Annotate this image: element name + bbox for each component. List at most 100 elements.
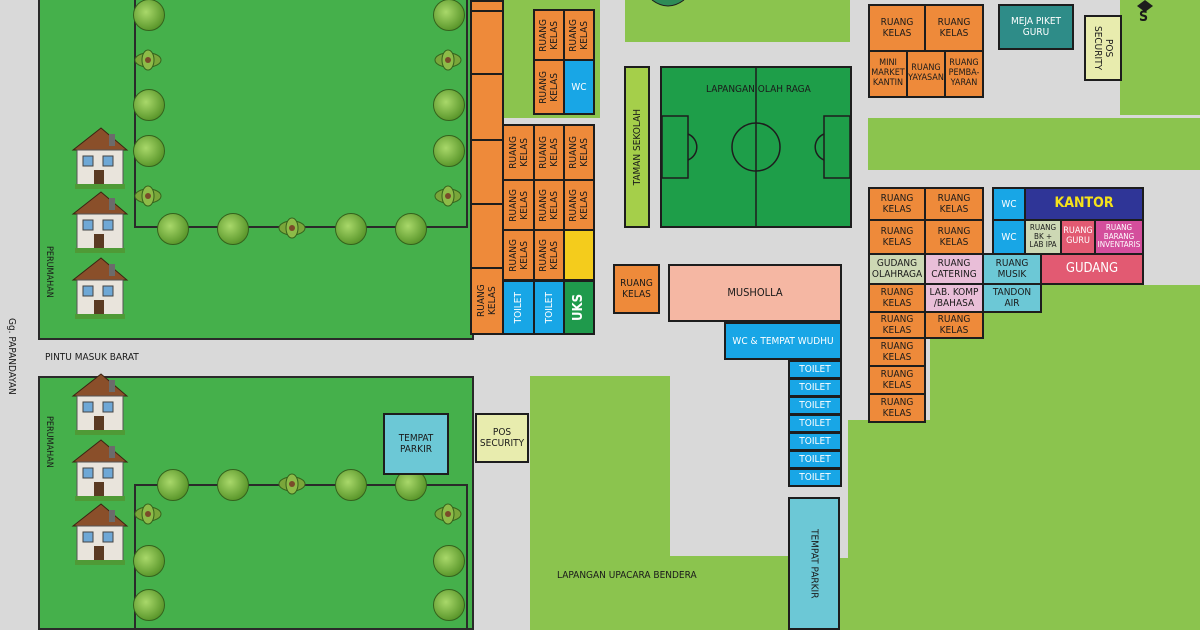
class-block-f2[interactable]: RUANG KELAS <box>924 187 984 221</box>
toilet-stack-item[interactable]: TOILET <box>788 468 842 487</box>
computer-lab[interactable]: LAB. KOMP /BAHASA <box>924 283 984 313</box>
palm-icon <box>278 216 306 240</box>
house-icon <box>67 188 129 254</box>
toilet-stack-item[interactable]: TOILET <box>788 396 842 415</box>
tree-icon <box>133 135 165 167</box>
class-block-a2[interactable] <box>470 10 504 75</box>
musholla[interactable]: MUSHOLLA <box>668 264 842 322</box>
payment-room[interactable]: RUANG PEMBA- YARAN <box>944 50 984 98</box>
housing-label-top: PERUMAHAN <box>44 246 54 298</box>
class-block-f1[interactable]: RUANG KELAS <box>868 187 926 221</box>
class-b2-label: RUANG KELAS <box>568 18 590 52</box>
mini-market[interactable]: MINI MARKET KANTIN <box>868 50 908 98</box>
wc-right-2[interactable]: WC <box>992 219 1026 255</box>
inventory-room[interactable]: RUANG BARANG INVENTARIS <box>1094 219 1144 255</box>
class-block-c1[interactable]: RUANG KELAS <box>502 124 535 181</box>
catering-room[interactable]: RUANG CATERING <box>924 253 984 285</box>
class-c3-label: RUANG KELAS <box>568 136 590 169</box>
class-block-b3[interactable]: RUANG KELAS <box>533 59 565 115</box>
teacher-desk[interactable]: MEJA PIKET GURU <box>998 4 1074 50</box>
foundation-room[interactable]: RUANG YAYASAN <box>906 50 946 98</box>
class-block-a6[interactable]: RUANG KELAS <box>470 267 504 335</box>
house-icon <box>67 370 129 436</box>
class-block-a5[interactable] <box>470 203 504 269</box>
grass-right-lower2 <box>848 420 1200 630</box>
wc-right-1[interactable]: WC <box>992 187 1026 221</box>
palm-icon <box>134 184 162 208</box>
class-block-c8[interactable]: RUANG KELAS <box>533 229 565 281</box>
tree-icon <box>133 589 165 621</box>
class-block-g4[interactable]: RUANG KELAS <box>868 337 926 367</box>
class-block-g3[interactable]: RUANG KELAS <box>924 311 984 339</box>
toilet-stack-item[interactable]: TOILET <box>788 450 842 469</box>
toilet-stack-item[interactable]: TOILET <box>788 432 842 451</box>
security-post-north[interactable]: POS SECURITY <box>1084 15 1122 81</box>
class-block-c7[interactable]: RUANG KELAS <box>502 229 535 281</box>
wc-top[interactable]: WC <box>563 59 595 115</box>
class-block-c4[interactable]: RUANG KELAS <box>502 179 535 231</box>
palm-icon <box>134 48 162 72</box>
toilet-stack-item[interactable]: TOILET <box>788 360 842 379</box>
uks[interactable]: UKS <box>563 280 595 335</box>
class-block-e2[interactable]: RUANG KELAS <box>924 4 984 52</box>
class-c7-label: RUANG KELAS <box>507 238 530 272</box>
class-block-g1[interactable]: RUANG KELAS <box>868 283 926 313</box>
west-gate-label: PINTU MASUK BARAT <box>45 352 139 363</box>
tree-icon <box>133 545 165 577</box>
music-room[interactable]: RUANG MUSIK <box>982 253 1042 285</box>
ceremony-field-label: LAPANGAN UPACARA BENDERA <box>557 570 697 581</box>
palm-icon <box>434 184 462 208</box>
teacher-room[interactable]: RUANG GURU <box>1060 219 1096 255</box>
class-b1-label: RUANG KELAS <box>538 18 560 52</box>
sports-field[interactable]: LAPANGAN OLAH RAGA <box>660 66 852 228</box>
class-block-b2[interactable]: RUANG KELAS <box>563 9 595 61</box>
warehouse[interactable]: GUDANG <box>1040 253 1144 285</box>
tree-icon <box>133 89 165 121</box>
class-block-g6[interactable]: RUANG KELAS <box>868 393 926 423</box>
toilet-stack-item[interactable]: TOILET <box>788 414 842 433</box>
parking-left[interactable]: TEMPAT PARKIR <box>383 413 449 475</box>
tree-icon <box>433 589 465 621</box>
house-icon <box>67 254 129 320</box>
class-a6-label: RUANG KELAS <box>476 284 498 318</box>
class-block-g5[interactable]: RUANG KELAS <box>868 365 926 395</box>
class-block-c6[interactable]: RUANG KELAS <box>563 179 595 231</box>
toilet-left-1[interactable]: TOILET <box>502 280 535 335</box>
tree-icon <box>433 0 465 31</box>
parking-right[interactable]: TEMPAT PARKIR <box>788 497 840 630</box>
uks-label: UKS <box>570 294 586 321</box>
tree-icon <box>395 213 427 245</box>
security-post-west[interactable]: POS SECURITY <box>475 413 529 463</box>
school-garden[interactable]: TAMAN SEKOLAH <box>624 66 650 228</box>
office[interactable]: KANTOR <box>1024 187 1144 221</box>
class-block-a4[interactable] <box>470 139 504 205</box>
class-block-e1[interactable]: RUANG KELAS <box>868 4 926 52</box>
class-block-d1[interactable]: RUANG KELAS <box>613 264 660 314</box>
sports-storage[interactable]: GUDANG OLAHRAGA <box>868 253 926 285</box>
ceremony-field-2 <box>530 556 790 630</box>
toilet-stack-item[interactable]: TOILET <box>788 378 842 397</box>
class-c5-label: RUANG KELAS <box>538 188 560 222</box>
class-block-f4[interactable]: RUANG KELAS <box>924 219 984 255</box>
class-block-g2[interactable]: RUANG KELAS <box>868 311 926 339</box>
class-block-a3[interactable] <box>470 73 504 141</box>
street <box>0 0 30 630</box>
tree-icon <box>133 0 165 31</box>
counseling-lab-room[interactable]: RUANG BK + LAB IPA <box>1024 219 1062 255</box>
yellow-block[interactable] <box>563 229 595 281</box>
grass-top-right <box>1120 0 1200 115</box>
wc-wudhu[interactable]: WC & TEMPAT WUDHU <box>724 322 842 360</box>
grass-top <box>625 0 850 42</box>
toilet-left-2[interactable]: TOILET <box>533 280 565 335</box>
class-c2-label: RUANG KELAS <box>538 136 560 169</box>
class-block-f3[interactable]: RUANG KELAS <box>868 219 926 255</box>
class-block-c5[interactable]: RUANG KELAS <box>533 179 565 231</box>
class-block-b1[interactable]: RUANG KELAS <box>533 9 565 61</box>
water-tank[interactable]: TANDON AIR <box>982 283 1042 313</box>
logo-icon <box>651 0 685 7</box>
class-block-c2[interactable]: RUANG KELAS <box>533 124 565 181</box>
class-block-c3[interactable]: RUANG KELAS <box>563 124 595 181</box>
housing-label-bottom: PERUMAHAN <box>44 416 54 468</box>
class-c8-label: RUANG KELAS <box>538 238 560 272</box>
house-icon <box>67 500 129 566</box>
